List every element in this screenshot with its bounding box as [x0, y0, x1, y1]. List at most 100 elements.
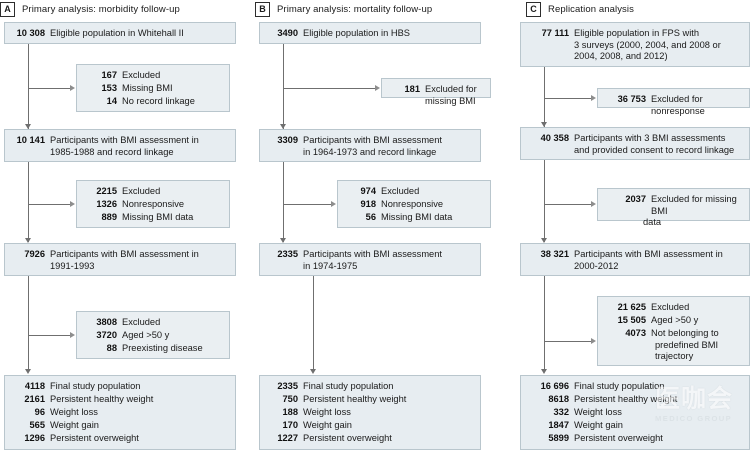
node-label: Preexisting disease	[122, 343, 203, 354]
node-label-cont: 1985-1988 and record linkage	[50, 146, 174, 157]
arrowhead-c-excl-1	[591, 94, 596, 101]
node-value: 1227	[277, 433, 298, 444]
node-label-cont: 1991-1993	[50, 260, 95, 271]
node-a-eligible: 10 308 Eligible population in Whitehall …	[4, 22, 236, 44]
node-label-cont: predefined BMI	[655, 339, 719, 350]
node-c-final: 16 696 Final study population 8618 Persi…	[520, 375, 750, 450]
node-value: 3808	[96, 317, 117, 327]
node-label: Weight loss	[303, 407, 351, 418]
node-label: Missing BMI	[122, 83, 173, 94]
node-label: Persistent healthy weight	[574, 394, 678, 405]
node-value: 181	[404, 84, 420, 94]
panel-c: C Replication analysis 77 111 Eligible p…	[510, 0, 755, 455]
node-value: 2161	[24, 394, 45, 405]
connector-b-1	[283, 44, 284, 129]
node-value: 2037	[625, 194, 646, 204]
arrowhead-b-2	[279, 238, 286, 243]
node-label-cont: data	[643, 217, 662, 228]
node-c-exclusion-3: 21 625 Excluded 15 505 Aged >50 y 4073 N…	[597, 296, 750, 366]
panel-c-title: Replication analysis	[548, 4, 634, 15]
node-value: 36 753	[617, 94, 646, 104]
node-value: 40 358	[540, 133, 569, 143]
node-value: 1326	[96, 199, 117, 210]
node-label-cont: trajectory	[655, 351, 694, 362]
panel-a-header: A Primary analysis: morbidity follow-up	[0, 2, 180, 17]
node-label: No record linkage	[122, 96, 195, 107]
branch-a-3	[28, 335, 72, 336]
node-c-participants-2: 38 321 Participants with BMI assessment …	[520, 243, 750, 276]
branch-a-1	[28, 88, 72, 89]
node-value: 918	[360, 199, 376, 210]
node-value: 332	[553, 407, 569, 418]
branch-c-2	[544, 204, 593, 205]
connector-b-3	[313, 276, 314, 372]
node-label: Aged >50 y	[651, 315, 699, 326]
node-label: Persistent overweight	[303, 433, 392, 444]
panel-a-letter: A	[0, 2, 15, 17]
node-value: 14	[106, 96, 117, 107]
node-label: Eligible population in Whitehall II	[50, 28, 184, 38]
branch-b-1	[283, 88, 377, 89]
node-label-cont: 2004, 2008, and 2012)	[574, 51, 668, 62]
node-label: Weight gain	[303, 420, 352, 431]
node-value: 96	[34, 407, 45, 418]
node-label: Missing BMI data	[122, 212, 194, 223]
node-value: 2335	[277, 249, 298, 259]
node-label: Missing BMI data	[381, 212, 453, 223]
node-value: 16 696	[540, 381, 569, 391]
node-label: Excluded	[122, 317, 161, 327]
node-value: 2215	[96, 186, 117, 196]
node-label: Not belonging to	[651, 328, 719, 339]
arrowhead-a-excl-2	[70, 200, 75, 207]
node-value: 153	[101, 83, 117, 94]
arrowhead-c-2	[540, 238, 547, 243]
node-label: Excluded for missing BMI	[651, 194, 737, 216]
node-b-final: 2335 Final study population 750 Persiste…	[259, 375, 481, 450]
node-label: Excluded	[122, 70, 161, 80]
panel-b: B Primary analysis: mortality follow-up …	[255, 0, 503, 455]
node-label: Persistent healthy weight	[303, 394, 407, 405]
node-label: Eligible population in HBS	[303, 28, 410, 38]
node-value: 3490	[277, 28, 298, 38]
node-label: Final study population	[574, 381, 665, 391]
panel-b-letter: B	[255, 2, 270, 17]
node-label: Excluded	[651, 302, 690, 312]
node-a-participants-1: 10 141 Participants with BMI assessment …	[4, 129, 236, 162]
node-value: 56	[365, 212, 376, 223]
arrowhead-c-excl-2	[591, 200, 596, 207]
node-c-participants-1: 40 358 Participants with 3 BMI assessmen…	[520, 127, 750, 160]
node-value: 1296	[24, 433, 45, 444]
arrowhead-a-2	[24, 238, 31, 243]
panel-b-title: Primary analysis: mortality follow-up	[277, 4, 433, 15]
node-value: 10 308	[16, 28, 45, 38]
arrowhead-c-1	[540, 122, 547, 127]
node-label-cont: in 1974-1975	[303, 260, 358, 271]
node-value: 77 111	[541, 28, 569, 38]
node-a-exclusion-3: 3808 Excluded 3720 Aged >50 y 88 Preexis…	[76, 311, 230, 359]
node-value: 750	[282, 394, 298, 405]
node-label: Final study population	[50, 381, 141, 391]
arrowhead-a-excl-1	[70, 84, 75, 91]
branch-b-2	[283, 204, 333, 205]
node-b-exclusion-2: 974 Excluded 918 Nonresponsive 56 Missin…	[337, 180, 491, 228]
node-value: 5899	[548, 433, 569, 444]
arrowhead-b-1	[279, 124, 286, 129]
node-value: 2335	[277, 381, 298, 391]
node-value: 3309	[277, 135, 298, 145]
node-value: 1847	[548, 420, 569, 431]
node-value: 565	[29, 420, 45, 431]
node-value: 3720	[96, 330, 117, 341]
node-b-participants-2: 2335 Participants with BMI assessment in…	[259, 243, 481, 276]
node-value: 167	[101, 70, 117, 80]
node-label: Excluded	[122, 186, 161, 196]
connector-c-3	[544, 276, 545, 372]
node-label: Excluded for missing BMI	[425, 84, 477, 106]
node-label: Nonresponsive	[122, 199, 185, 210]
branch-a-2	[28, 204, 72, 205]
node-label-cont: in 1964-1973 and record linkage	[303, 146, 437, 157]
node-value: 21 625	[617, 302, 646, 312]
node-b-participants-1: 3309 Participants with BMI assessment in…	[259, 129, 481, 162]
arrowhead-c-3	[540, 369, 547, 374]
arrowhead-b-excl-2	[331, 200, 336, 207]
